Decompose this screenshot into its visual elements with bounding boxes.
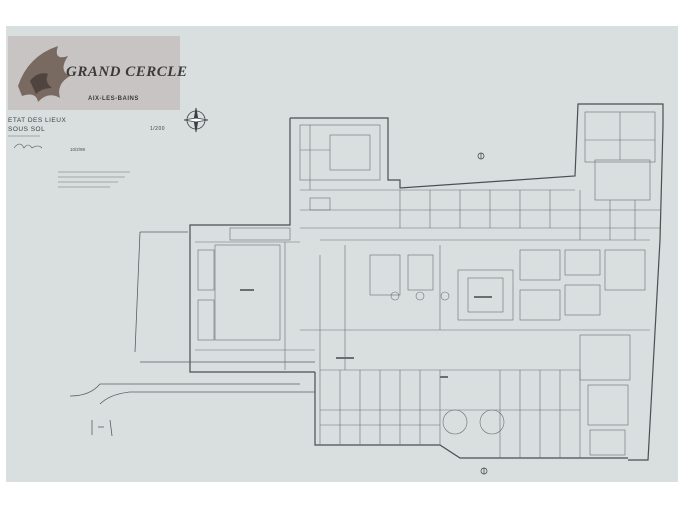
logo-title: GRAND CERCLE [66, 64, 188, 80]
logo-town: AIX-LES-BAINS [88, 96, 139, 102]
interior-walls [195, 111, 660, 458]
room-label-marks [240, 289, 492, 378]
griffin-logo-icon [18, 46, 70, 102]
compass-rose-icon [183, 107, 209, 133]
title-logo-panel [8, 36, 180, 110]
street-lines [69, 231, 315, 437]
drawing-title: ETAT DES LIEUX [8, 117, 67, 124]
north-arrow-icon [477, 152, 488, 475]
title-notes [8, 135, 130, 188]
drawing-level: SOUS SOL [8, 126, 46, 133]
drawing-date: 10/2/99 [70, 147, 86, 152]
drawing-scale: 1/200 [150, 126, 166, 132]
outer-walls [189, 103, 664, 461]
